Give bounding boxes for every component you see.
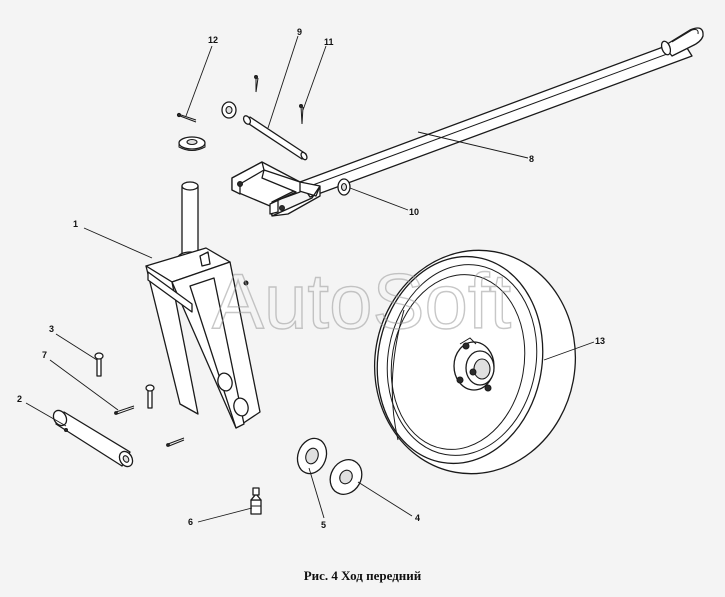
small-washer bbox=[221, 101, 237, 119]
callout-8: 8 bbox=[529, 154, 534, 164]
callout-7: 7 bbox=[42, 350, 47, 360]
leader-4 bbox=[357, 481, 413, 517]
part-11-split-pin bbox=[299, 104, 304, 125]
part-7-bolt bbox=[145, 384, 155, 409]
split-pin-upper bbox=[254, 75, 259, 93]
part-5-washer bbox=[296, 437, 328, 475]
part-10-washer bbox=[337, 178, 351, 196]
callout-10: 10 bbox=[409, 207, 419, 217]
part-12-washer bbox=[178, 136, 206, 151]
leader-11 bbox=[302, 45, 327, 111]
callout-13: 13 bbox=[595, 336, 605, 346]
leader-10 bbox=[349, 187, 409, 211]
part-1-fork-bracket bbox=[145, 181, 261, 429]
part-2-axle bbox=[52, 409, 134, 468]
watermark-text: AutoSoft bbox=[212, 257, 512, 345]
part-12-clip bbox=[176, 112, 197, 123]
callout-1: 1 bbox=[73, 219, 78, 229]
leader-12 bbox=[185, 45, 213, 117]
leader-2 bbox=[25, 402, 67, 427]
leader-13 bbox=[543, 341, 595, 361]
callout-4: 4 bbox=[415, 513, 420, 523]
callout-5: 5 bbox=[321, 520, 326, 530]
part-3-bolt bbox=[94, 352, 104, 377]
part-4-washer bbox=[329, 459, 363, 495]
part-9-pin bbox=[242, 115, 308, 161]
callout-6: 6 bbox=[188, 517, 193, 527]
leader-7 bbox=[49, 359, 119, 411]
callout-9: 9 bbox=[297, 27, 302, 37]
leader-1 bbox=[83, 227, 153, 259]
split-pin-lower-2 bbox=[166, 437, 185, 447]
leader-3 bbox=[55, 333, 98, 361]
leader-5 bbox=[308, 467, 325, 519]
leader-lines bbox=[25, 35, 595, 523]
part-6-grease-fitting bbox=[250, 487, 262, 515]
split-pin-lower-1 bbox=[114, 405, 135, 415]
part-13-wheel bbox=[373, 249, 577, 475]
leader-6 bbox=[197, 507, 253, 523]
callout-11: 11 bbox=[324, 37, 334, 47]
leader-8 bbox=[417, 131, 529, 159]
callout-2: 2 bbox=[17, 394, 22, 404]
figure-caption: Рис. 4 Ход передний bbox=[303, 568, 422, 583]
part-8-drawbar bbox=[299, 27, 704, 198]
drawbar-u-bracket bbox=[231, 161, 321, 217]
callout-12: 12 bbox=[208, 35, 218, 45]
callout-3: 3 bbox=[49, 324, 54, 334]
leader-9 bbox=[267, 35, 299, 129]
